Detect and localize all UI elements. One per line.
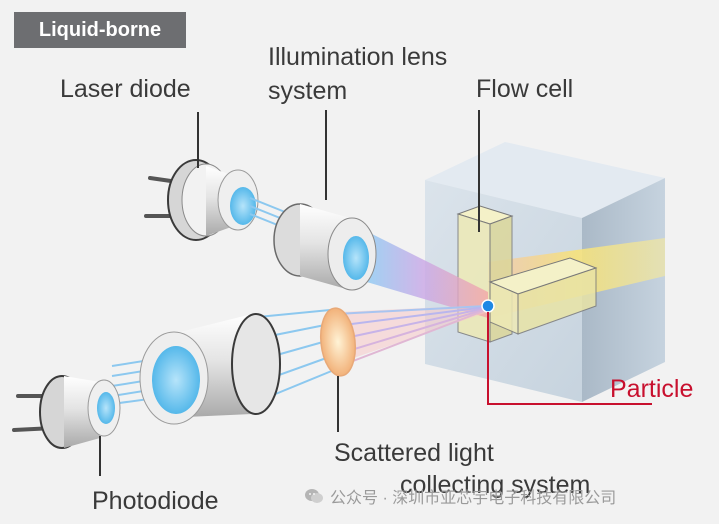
laser-diode-label: Laser diode [60, 75, 191, 103]
illumination-label-line2: system [268, 77, 348, 105]
watermark: 公众号 · 深圳市亚芯宇电子科技有限公司 [304, 484, 616, 508]
illumination-beam [360, 228, 488, 318]
photodiode [12, 375, 121, 449]
watermark-text: 公众号 · 深圳市亚芯宇电子科技有限公司 [330, 490, 617, 507]
flow-cell-label: Flow cell [476, 75, 574, 103]
particle-label: Particle [610, 375, 694, 403]
photodiode-label: Photodiode [92, 487, 219, 515]
scattered-label-line1: Scattered light [334, 439, 494, 467]
collector-cylinder [139, 313, 281, 425]
collecting-lens [319, 307, 357, 377]
particle-leader [487, 312, 652, 405]
wechat-icon [305, 489, 323, 503]
leader-lines [99, 110, 480, 476]
scattered-label-line2: collecting system [400, 471, 591, 499]
laser-diode [144, 159, 259, 241]
particle-dot [481, 299, 495, 313]
illumination-lens [273, 203, 377, 291]
liquid-borne-badge: Liquid-borne [14, 12, 186, 48]
illumination-label-line1: Illumination lens [268, 43, 448, 71]
